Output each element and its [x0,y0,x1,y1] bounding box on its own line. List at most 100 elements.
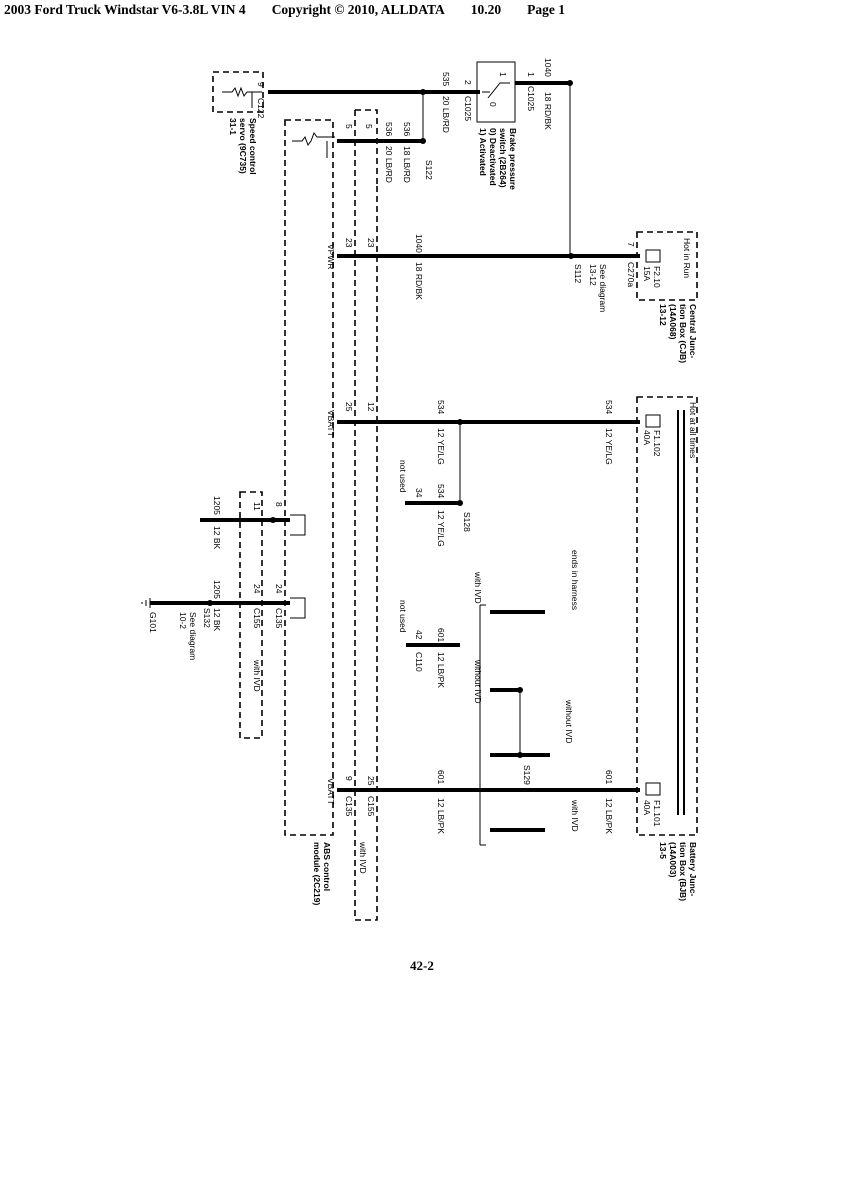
switch-contact [482,82,510,99]
fuse-f1-101-label: F1.101 [652,800,662,827]
c155-ground-box [239,491,263,739]
abs-name-1: ABS control [322,842,332,891]
pin42-label: 42 [414,630,424,640]
spec-601-a: 12 LB/PK [604,798,614,834]
fuse-f2-10-amps: 15A [642,266,652,281]
c135-ground-label: C135 [274,608,284,629]
c155-label: C155 [366,796,376,817]
pin23-c135: 23 [344,238,354,248]
switch-pin1: 1 [526,72,536,77]
bjb-bus-bar [677,410,685,815]
spec-1205-b: 12 BK [212,608,222,631]
spec-1205-a: 12 BK [212,526,222,549]
spec-601-c: 12 LB/PK [436,798,446,834]
with-ivd-ground: with IVD [252,659,262,692]
wire-thin-links [422,83,571,256]
pin9-c135: 9 [344,776,354,781]
switch-pos0: 0 [488,102,498,107]
ivd-brace [479,604,521,846]
with-ivd-c155: with IVD [358,841,368,874]
circuit-534-c: 534 [436,484,446,498]
circuit-601-c: 601 [436,770,446,784]
cjb-ref: 13-12 [658,304,668,326]
switch-pin2: 2 [463,80,473,85]
pin11-label: 11 [252,502,262,511]
pin34-label: 34 [414,488,424,498]
spec-601-b: 12 LB/PK [436,652,446,688]
c155-box [354,109,378,921]
c122-label: C122 [256,98,266,119]
bjb-ref: 13-5 [658,842,668,859]
servo-ref: 31-1 [228,118,238,135]
c270a-label: C270a [626,262,636,287]
abs-name-2: module (2C219) [312,842,322,905]
g101-label: G101 [148,612,158,633]
circuit-1040-b: 1040 [414,234,424,253]
cjb-name-3: (14A068) [668,304,678,340]
module-resistor-icon [292,131,335,158]
pin25-c155: 25 [366,776,376,786]
circuit-1040-a: 1040 [543,58,553,77]
c1025-label-b: C1025 [526,86,536,111]
servo-pin: 9 [256,82,266,87]
pin24-c135: 24 [274,584,284,594]
circuit-536-a: 536 [402,122,412,136]
c1025-label-a: C1025 [463,96,473,121]
fuse-f2-10-label: F2.10 [652,266,662,288]
fuse-f1-101-icon [645,782,661,796]
fuse-f1-102-label: F1.102 [652,430,662,457]
vbatt-label-b: VBATT [326,778,336,805]
without-ivd-a: without IVD [473,659,483,703]
see-ref-g101: 10-2 [178,612,188,629]
not-used-34: not used [398,460,408,493]
with-ivd-b: with IVD [570,799,580,832]
circuit-601-a: 601 [604,770,614,784]
switch-name: Brake pressure [508,128,518,190]
spec-534-a: 12 YE/LG [604,428,614,465]
header-page: Page 1 [527,2,566,17]
splice-dots [207,80,574,758]
spec-535: 20 LB/RD [441,96,451,133]
bjb-name-1: Battery Junc- [688,842,698,896]
spec-534-b: 12 YE/LG [436,428,446,465]
circuit-601-b: 601 [436,628,446,642]
switch-state0: 0) Deactivated [488,128,498,186]
switch-name-2: switch (2B264) [498,128,508,188]
switch-state1: 1) Activated [478,128,488,176]
switch-pos1: 1 [498,72,508,77]
spec-1040-a: 18 RD/BK [543,92,553,130]
header-title: 2003 Ford Truck Windstar V6-3.8L VIN 4 [4,2,246,17]
servo-box [212,71,264,113]
cjb-name-1: Central Junc- [688,304,698,358]
circuit-536-b: 536 [384,122,394,136]
ground-g101-icon [141,598,151,608]
fuse-f1-102-amps: 40A [642,430,652,445]
circuit-534-a: 534 [604,400,614,414]
ends-in-harness: ends in harness [570,550,580,610]
see-diagram-g101: See diagram [188,612,198,660]
pin5-c155: 5 [364,124,374,129]
ivd-wire-stubs [490,610,550,832]
hot-in-run: Hot in Run [682,238,692,278]
without-ivd-b: without IVD [564,699,574,743]
spec-536-a: 18 LB/RD [402,146,412,183]
pin8-label: 8 [274,502,284,507]
bjb-name-2: tion Box (BJB) [678,842,688,901]
spec-536-b: 20 LB/RD [384,146,394,183]
not-used-42: not used [398,600,408,633]
cjb-name-2: tion Box (CJB) [678,304,688,363]
circuit-535: 535 [441,72,451,86]
c155-ground-label: C155 [252,608,262,629]
s122-label: S122 [424,160,434,180]
cjb-pin: 7 [626,242,636,247]
c135-label: C135 [344,796,354,817]
cjb-see-diagram: See diagram [598,264,608,312]
fuse-f1-102-icon [645,414,661,428]
s112-label: S112 [573,264,583,283]
fuse-f1-101-amps: 40A [642,800,652,815]
bjb-name-3: (14A003) [668,842,678,878]
fuse-f2-10-icon [645,249,661,263]
s129-label: S129 [522,765,532,785]
